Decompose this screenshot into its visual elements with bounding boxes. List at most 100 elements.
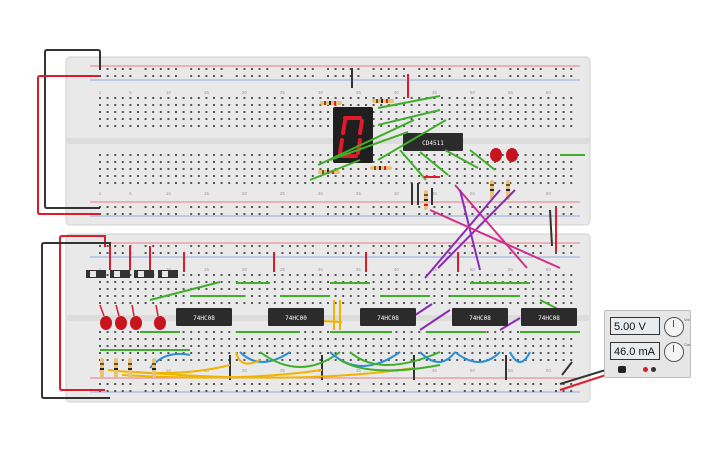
breadboard-hole[interactable] bbox=[327, 154, 329, 156]
breadboard-hole[interactable] bbox=[106, 345, 109, 347]
rail-hole[interactable] bbox=[387, 213, 390, 215]
rail-hole[interactable] bbox=[266, 252, 269, 254]
rail-hole[interactable] bbox=[486, 245, 489, 247]
breadboard-hole[interactable] bbox=[129, 111, 132, 113]
breadboard-hole[interactable] bbox=[403, 161, 405, 163]
breadboard-hole[interactable] bbox=[243, 168, 246, 170]
breadboard-hole[interactable] bbox=[175, 359, 177, 361]
breadboard-hole[interactable] bbox=[425, 104, 428, 106]
rail-hole[interactable] bbox=[266, 75, 269, 77]
breadboard-hole[interactable] bbox=[296, 274, 299, 276]
breadboard-hole[interactable] bbox=[372, 161, 375, 163]
breadboard-hole[interactable] bbox=[152, 168, 155, 170]
breadboard-hole[interactable] bbox=[532, 281, 535, 283]
breadboard-hole[interactable] bbox=[494, 111, 497, 113]
breadboard-hole[interactable] bbox=[501, 345, 504, 347]
breadboard-hole[interactable] bbox=[273, 338, 276, 340]
rail-hole[interactable] bbox=[220, 245, 223, 247]
breadboard-hole[interactable] bbox=[448, 359, 451, 361]
rail-hole[interactable] bbox=[418, 383, 421, 385]
breadboard-hole[interactable] bbox=[456, 118, 459, 120]
breadboard-hole[interactable] bbox=[175, 125, 177, 127]
rail-hole[interactable] bbox=[570, 252, 573, 254]
breadboard-hole[interactable] bbox=[213, 111, 215, 113]
rail-hole[interactable] bbox=[334, 383, 337, 385]
rail-hole[interactable] bbox=[532, 390, 535, 392]
rail-hole[interactable] bbox=[425, 213, 428, 215]
breadboard-hole[interactable] bbox=[471, 97, 474, 99]
breadboard-hole[interactable] bbox=[479, 274, 481, 276]
rail-hole[interactable] bbox=[121, 206, 124, 208]
rail-hole[interactable] bbox=[562, 75, 565, 77]
breadboard-hole[interactable] bbox=[197, 161, 200, 163]
rail-hole[interactable] bbox=[99, 252, 101, 254]
dip-switches[interactable] bbox=[86, 270, 178, 278]
breadboard-hole[interactable] bbox=[296, 175, 299, 177]
breadboard-hole[interactable] bbox=[486, 338, 489, 340]
breadboard-hole[interactable] bbox=[251, 104, 253, 106]
rail-hole[interactable] bbox=[235, 383, 238, 385]
breadboard-hole[interactable] bbox=[304, 274, 307, 276]
breadboard-hole[interactable] bbox=[205, 118, 208, 120]
breadboard-hole[interactable] bbox=[494, 331, 497, 333]
breadboard-hole[interactable] bbox=[220, 281, 223, 283]
breadboard-hole[interactable] bbox=[524, 288, 527, 290]
rail-hole[interactable] bbox=[167, 245, 170, 247]
breadboard-hole[interactable] bbox=[289, 345, 291, 347]
breadboard-hole[interactable] bbox=[220, 168, 223, 170]
breadboard-hole[interactable] bbox=[486, 111, 489, 113]
breadboard-hole[interactable] bbox=[524, 154, 527, 156]
breadboard-hole[interactable] bbox=[418, 338, 421, 340]
rail-hole[interactable] bbox=[562, 390, 565, 392]
rail-hole[interactable] bbox=[152, 390, 155, 392]
rail-hole[interactable] bbox=[106, 206, 109, 208]
breadboard-hole[interactable] bbox=[175, 97, 177, 99]
breadboard-hole[interactable] bbox=[387, 359, 390, 361]
rail-hole[interactable] bbox=[311, 68, 314, 70]
rail-hole[interactable] bbox=[539, 75, 542, 77]
rail-hole[interactable] bbox=[433, 206, 436, 208]
breadboard-hole[interactable] bbox=[570, 97, 573, 99]
breadboard-hole[interactable] bbox=[182, 175, 185, 177]
breadboard-hole[interactable] bbox=[387, 288, 390, 290]
breadboard-hole[interactable] bbox=[372, 125, 375, 127]
rail-hole[interactable] bbox=[372, 206, 375, 208]
breadboard-hole[interactable] bbox=[106, 154, 109, 156]
breadboard-hole[interactable] bbox=[266, 104, 269, 106]
breadboard-hole[interactable] bbox=[539, 182, 542, 184]
breadboard-hole[interactable] bbox=[106, 118, 109, 120]
breadboard-hole[interactable] bbox=[167, 161, 170, 163]
breadboard-hole[interactable] bbox=[349, 302, 352, 304]
rail-hole[interactable] bbox=[387, 68, 390, 70]
breadboard-hole[interactable] bbox=[539, 104, 542, 106]
breadboard-hole[interactable] bbox=[99, 175, 101, 177]
breadboard-hole[interactable] bbox=[235, 182, 238, 184]
breadboard-hole[interactable] bbox=[357, 274, 360, 276]
breadboard-hole[interactable] bbox=[175, 182, 177, 184]
breadboard-hole[interactable] bbox=[304, 161, 307, 163]
breadboard-hole[interactable] bbox=[501, 331, 504, 333]
breadboard-hole[interactable] bbox=[281, 104, 284, 106]
breadboard-hole[interactable] bbox=[121, 302, 124, 304]
breadboard-hole[interactable] bbox=[243, 302, 246, 304]
breadboard-hole[interactable] bbox=[289, 302, 291, 304]
breadboard-hole[interactable] bbox=[197, 281, 200, 283]
breadboard-hole[interactable] bbox=[448, 352, 451, 354]
breadboard-hole[interactable] bbox=[425, 168, 428, 170]
breadboard-hole[interactable] bbox=[418, 168, 421, 170]
breadboard-hole[interactable] bbox=[205, 161, 208, 163]
breadboard-hole[interactable] bbox=[441, 281, 443, 283]
rail-hole[interactable] bbox=[114, 390, 117, 392]
breadboard-hole[interactable] bbox=[327, 161, 329, 163]
breadboard-hole[interactable] bbox=[167, 168, 170, 170]
current-knob[interactable] bbox=[664, 342, 684, 362]
breadboard-hole[interactable] bbox=[547, 274, 550, 276]
rail-hole[interactable] bbox=[190, 75, 193, 77]
rail-hole[interactable] bbox=[243, 206, 246, 208]
breadboard-hole[interactable] bbox=[539, 288, 542, 290]
breadboard-hole[interactable] bbox=[205, 302, 208, 304]
rail-hole[interactable] bbox=[494, 390, 497, 392]
breadboard-hole[interactable] bbox=[258, 182, 261, 184]
breadboard-hole[interactable] bbox=[251, 161, 253, 163]
breadboard-hole[interactable] bbox=[243, 345, 246, 347]
